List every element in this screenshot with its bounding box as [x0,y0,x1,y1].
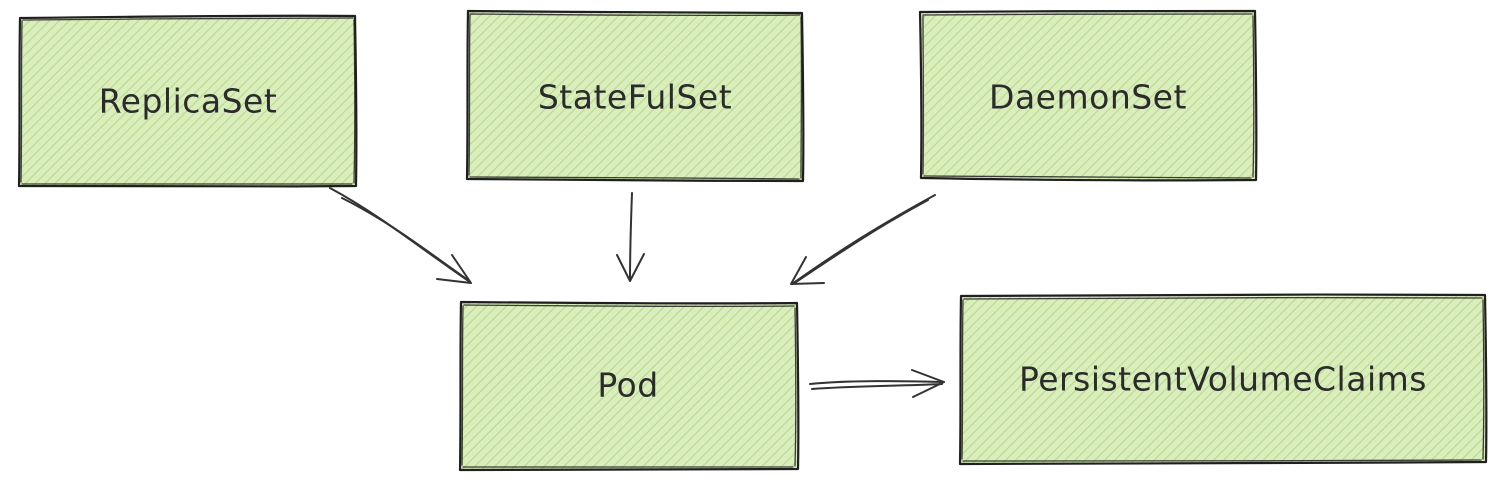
node-statefulset-border [465,9,805,183]
arrow-pod-to-persistentvolumeclaims [809,369,945,398]
node-statefulset-label: StateFulSet [538,78,732,117]
node-pod-label: Pod [597,366,658,405]
node-persistentvolumeclaims[interactable]: PersistentVolumeClaims [958,293,1488,466]
node-daemonset-label: DaemonSet [989,78,1187,117]
node-persistentvolumeclaims-border [958,293,1488,466]
node-daemonset[interactable]: DaemonSet [918,9,1258,182]
node-pod-border-sketch [461,304,797,468]
node-statefulset-fill [468,12,803,181]
node-pod-border [458,300,800,472]
node-pod-fill [461,303,798,470]
node-replicaset-border [17,14,358,188]
arrow-statefulset-to-pod-shaft [629,192,633,281]
arrow-daemonset-to-pod-shaft-sketch [795,199,929,283]
arrow-statefulset-to-pod [616,192,645,282]
node-daemonset-border-sketch [922,13,1255,179]
arrow-pod-to-pvc-head [911,369,945,398]
arrow-statefulset-to-pod-head [616,253,645,282]
node-replicaset-fill [20,16,356,186]
arrow-daemonset-to-pod [790,194,936,285]
node-replicaset-border-sketch [20,17,356,186]
node-pod[interactable]: Pod [458,300,800,472]
arrow-daemonset-to-pod-head [790,256,825,285]
arrow-replicaset-to-pod [329,187,472,284]
node-replicaset[interactable]: ReplicaSet [17,14,358,188]
node-daemonset-fill [921,12,1256,180]
arrow-replicaset-to-pod-shaft-sketch [341,197,469,281]
node-persistentvolumeclaims-border-sketch [961,296,1485,462]
node-daemonset-border [918,9,1258,182]
node-persistentvolumeclaims-label: PersistentVolumeClaims [1019,360,1427,399]
arrow-pod-to-pvc-shaft-sketch [811,383,943,390]
node-replicaset-label: ReplicaSet [99,82,278,121]
node-persistentvolumeclaims-fill [961,296,1486,464]
node-statefulset-border-sketch [468,13,803,180]
arrow-replicaset-to-pod-head [436,254,472,284]
arrow-pod-to-pvc-shaft [809,380,945,385]
node-statefulset[interactable]: StateFulSet [465,9,805,183]
